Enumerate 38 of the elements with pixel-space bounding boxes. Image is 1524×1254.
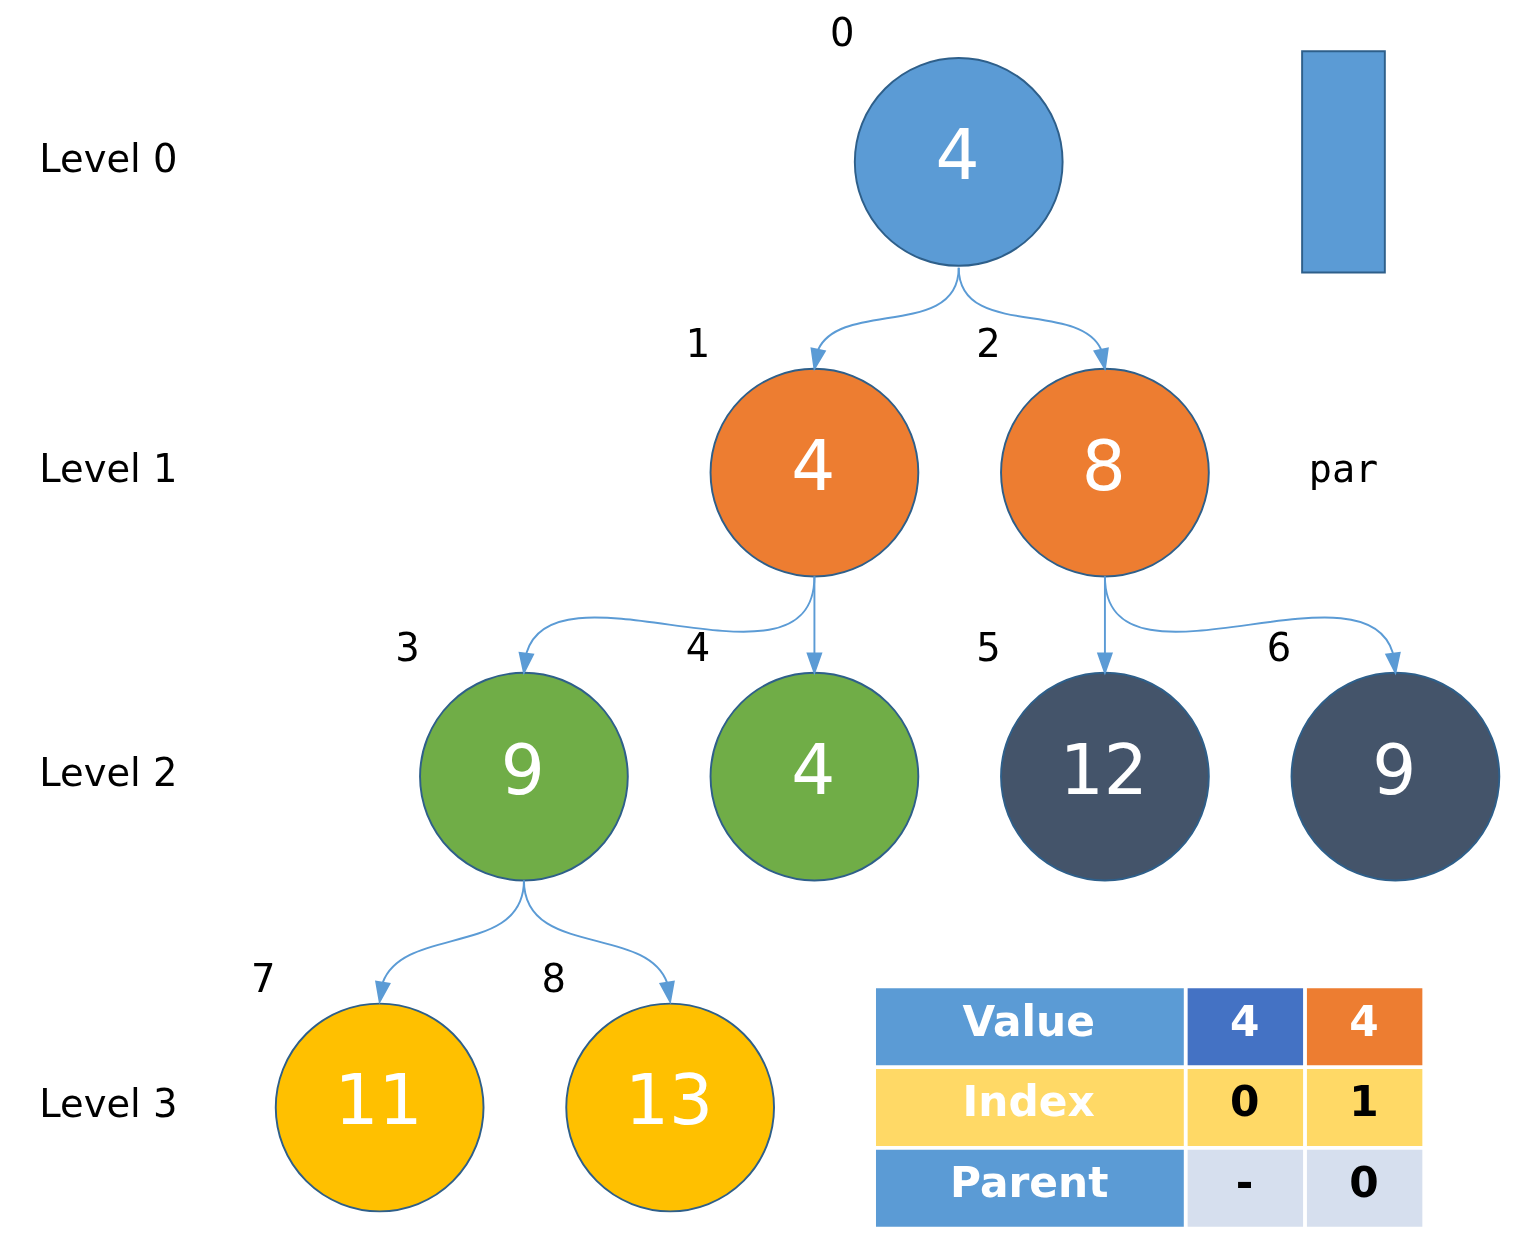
- node-label: 1: [685, 321, 711, 367]
- label: 1: [1349, 1077, 1379, 1127]
- node-circle: 12: [1000, 671, 1210, 882]
- node-label: 7: [251, 956, 276, 1002]
- label: 0: [1349, 1158, 1379, 1208]
- label: 4: [1229, 996, 1260, 1046]
- node-label: 5: [976, 625, 1001, 671]
- node-circle: 8: [1000, 367, 1210, 578]
- label: Level 3: [39, 1081, 178, 1127]
- label: Level 1: [39, 446, 178, 492]
- label: par: [1308, 446, 1379, 492]
- arrow: [518, 575, 816, 676]
- label: 0: [1229, 1077, 1260, 1127]
- node-circle: 9: [1290, 671, 1501, 882]
- label: Level 2: [39, 750, 178, 796]
- label: -: [1235, 1158, 1254, 1208]
- arrow: [957, 266, 1109, 372]
- node-circle: 4: [709, 367, 920, 578]
- node-label: 3: [395, 625, 420, 671]
- arrow: [806, 575, 823, 676]
- arrow: [1103, 575, 1401, 676]
- label: Level 0: [39, 135, 178, 181]
- node-circle: 4: [709, 671, 920, 882]
- label: Parent: [950, 1158, 1109, 1208]
- node-label: 2: [976, 321, 1001, 367]
- node-circle: 11: [274, 1002, 485, 1213]
- node-circle: 4: [853, 57, 1064, 267]
- node-label: 0: [830, 10, 855, 56]
- node-circle: 13: [565, 1002, 775, 1213]
- node-label: 8: [541, 956, 566, 1002]
- node-box: [1301, 50, 1386, 274]
- node-label: 6: [1266, 625, 1292, 671]
- label: Index: [962, 1077, 1095, 1127]
- label: 4: [1349, 996, 1379, 1046]
- label: Value: [962, 996, 1095, 1046]
- node-circle: 9: [419, 671, 629, 882]
- arrow: [522, 879, 675, 1005]
- node-label: 4: [685, 625, 711, 671]
